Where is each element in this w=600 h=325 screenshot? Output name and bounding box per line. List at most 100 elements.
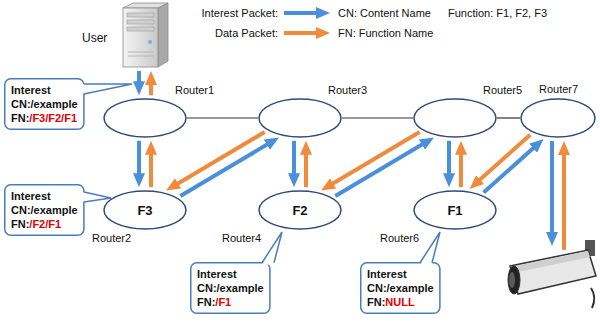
router-label: Router1 <box>175 84 214 97</box>
legend-note: CN: Content Name <box>338 6 431 20</box>
callout-text: FN: <box>197 296 215 308</box>
router-shape <box>414 99 496 137</box>
callout-frame <box>191 263 270 314</box>
data-arrow <box>476 135 531 184</box>
callout-tail-fill <box>420 232 440 265</box>
legend-text: Interest Packet: <box>202 6 278 20</box>
callout-text: FN: <box>367 296 385 308</box>
ellipse-outline <box>413 98 497 138</box>
server-vent <box>128 56 153 57</box>
router-label: Router4 <box>222 232 261 245</box>
callout-text: CN:/example <box>197 282 264 294</box>
server-side <box>158 3 168 67</box>
function-name: F2 <box>292 203 307 218</box>
callout-line: Interest <box>11 189 78 203</box>
callout-tail <box>84 84 132 94</box>
callout-tail-fill <box>262 232 282 265</box>
router-ellipse: F1Router6 <box>413 190 497 230</box>
callout-text: Interest <box>197 268 237 280</box>
callout-tail <box>420 232 440 263</box>
interest-arrow <box>335 142 427 196</box>
router-ellipse: F2Router4 <box>258 190 342 230</box>
function-chain: /F2/F1 <box>29 218 61 230</box>
data-arrow <box>149 79 153 95</box>
callout-text: CN:/example <box>367 282 434 294</box>
server-front <box>123 8 158 67</box>
callout-tail-fill <box>82 84 132 94</box>
data-arrow-from-camera <box>562 149 566 250</box>
interest-callout: InterestCN:/exampleFN:NULL <box>360 262 441 314</box>
router-shape <box>259 99 341 137</box>
legend-interest-arrow <box>284 11 322 15</box>
callout-line: FN:/F2/F1 <box>11 217 78 231</box>
interest-callout: InterestCN:/exampleFN:/F2/F1 <box>4 184 85 236</box>
data-arrow <box>328 132 420 186</box>
callout-line: CN:/example <box>367 281 434 295</box>
router-ellipse: Router3 <box>258 98 342 138</box>
interest-arrow <box>137 141 141 179</box>
interest-arrow <box>292 141 296 179</box>
router-label: Router6 <box>380 232 419 245</box>
ellipse-outline <box>103 98 187 138</box>
router-ellipse: Router5 <box>413 98 497 138</box>
callout-line: FN:/F1 <box>197 295 264 309</box>
interest-arrow-to-camera <box>550 141 554 238</box>
function-name: F3 <box>137 203 152 218</box>
callout-line: CN:/example <box>11 203 78 217</box>
callout-tail <box>84 192 111 202</box>
data-arrow <box>304 149 308 187</box>
callout-line: FN:NULL <box>367 295 434 309</box>
data-arrow <box>173 132 265 186</box>
router-shape <box>259 191 341 229</box>
interest-arrow <box>137 71 141 87</box>
function-chain: NULL <box>385 296 414 308</box>
callout-line: FN:/F3/F2/F1 <box>11 111 78 125</box>
callout-tail <box>262 232 282 263</box>
router-shape <box>521 99 595 137</box>
legend-note: FN: Function Name <box>338 26 433 40</box>
callout-text: Interest <box>367 268 407 280</box>
user-label: User <box>82 32 107 45</box>
callout-text: CN:/example <box>11 204 78 216</box>
camera-top <box>511 251 590 273</box>
router-ellipse: F3Router2 <box>103 190 187 230</box>
legend-text: Data Packet: <box>215 26 278 40</box>
server-bay <box>127 20 154 24</box>
interest-arrow <box>447 141 451 179</box>
user-server: User <box>120 2 170 68</box>
router-link <box>497 117 520 118</box>
function-chain: /F3/F2/F1 <box>29 112 77 124</box>
camera-cable <box>591 288 594 308</box>
router-shape <box>414 191 496 229</box>
callout-text: Interest <box>11 84 51 96</box>
callout-line: CN:/example <box>11 97 78 111</box>
router-label: Router3 <box>328 84 367 97</box>
ellipse-outline <box>258 98 342 138</box>
router-shape <box>104 191 186 229</box>
router-label: Router7 <box>539 83 578 96</box>
callout-line: Interest <box>11 83 78 97</box>
router-link <box>342 117 413 118</box>
callout-line: Interest <box>197 267 264 281</box>
server-bay <box>127 27 154 31</box>
router-ellipse: Router7 <box>520 98 596 138</box>
callout-text: CN:/example <box>11 98 78 110</box>
server-button <box>148 40 152 44</box>
callout-frame <box>361 263 440 314</box>
callout-text: FN: <box>11 218 29 230</box>
callout-line: Interest <box>367 267 434 281</box>
camera <box>508 240 596 308</box>
server-icon <box>120 2 170 68</box>
callout-tail-fill <box>82 192 111 202</box>
router-label: Router5 <box>483 84 522 97</box>
data-arrow <box>149 149 153 187</box>
callout-text: FN: <box>11 112 29 124</box>
interest-arrow <box>180 142 272 196</box>
camera-lens-glass <box>509 272 515 288</box>
router-ellipse: Router1 <box>103 98 187 138</box>
camera-body <box>510 250 596 294</box>
